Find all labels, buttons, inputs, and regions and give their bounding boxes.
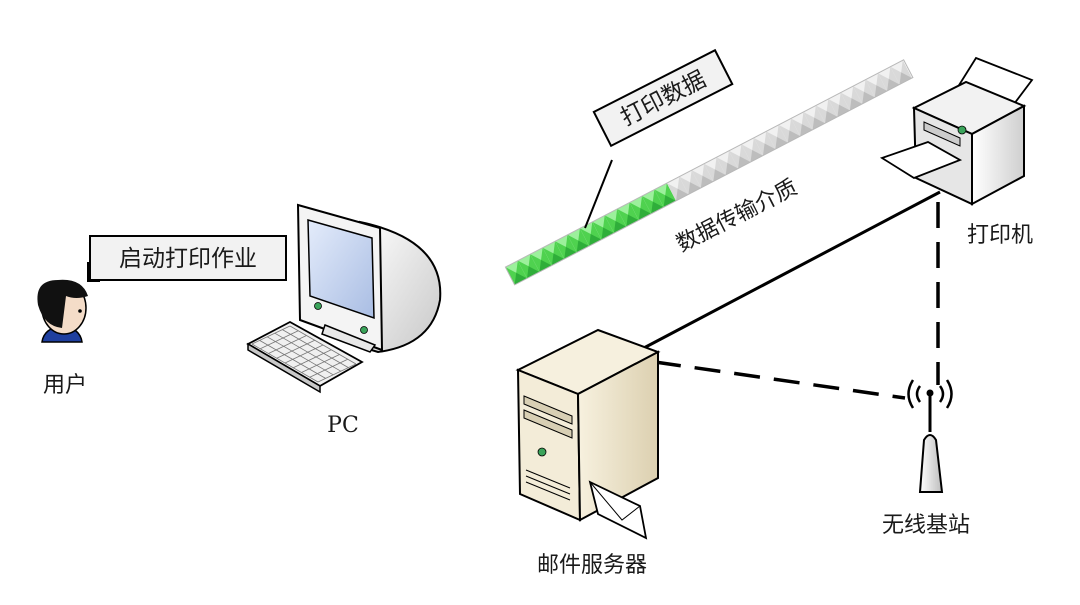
transfer-bar-outline <box>504 59 914 286</box>
mail-server-label: 邮件服务器 <box>537 553 647 578</box>
base-station-icon <box>907 379 953 493</box>
transfer-bar-cell-filled <box>555 234 577 260</box>
transfer-bar-cell-empty <box>890 60 912 85</box>
wireless-signal-icon <box>907 379 953 409</box>
transfer-bar-cell-filled <box>592 215 614 240</box>
callout-start-job-text: 启动打印作业 <box>119 246 257 272</box>
transfer-bar-cell-filled <box>542 241 565 266</box>
link-server-basestation <box>654 360 906 400</box>
transfer-bar-cell-empty <box>691 163 714 188</box>
printer-status-led <box>957 125 967 135</box>
transfer-bar-cell-empty <box>679 170 701 195</box>
transfer-bar-cell-filled <box>567 228 590 253</box>
transfer-medium-bar <box>504 59 914 286</box>
transfer-bar-cell-filled <box>629 196 652 221</box>
printer-label: 打印机 <box>967 223 1033 248</box>
server-power-led <box>537 447 547 457</box>
transfer-bar-cell-empty <box>716 150 739 175</box>
pc-label: PC <box>327 413 359 438</box>
transfer-bar-cell-empty <box>803 105 826 130</box>
base-station-antenna <box>918 434 944 493</box>
callout-start-job-box <box>89 235 287 281</box>
base-station-label: 无线基站 <box>882 513 970 538</box>
callout-print-data-box <box>592 48 734 148</box>
transfer-bar-cell-filled <box>604 208 627 234</box>
pc-icon <box>246 203 442 394</box>
transfer-bar-cell-filled <box>654 183 677 208</box>
user-avatar <box>37 279 88 343</box>
transfer-bar-cell-empty <box>865 73 888 98</box>
link-server-printer <box>639 190 941 352</box>
transfer-bar-cell-filled <box>505 260 528 285</box>
user-label: 用户 <box>43 373 87 398</box>
pc-keyboard <box>246 320 364 394</box>
transfer-bar-cell-filled <box>617 202 639 227</box>
transfer-bar-cell-empty <box>778 118 801 143</box>
mail-server-icon <box>515 328 661 540</box>
transfer-bar-cell-empty <box>840 86 863 111</box>
transfer-bar-cell-empty <box>766 124 788 150</box>
printer-icon <box>879 56 1034 206</box>
callout-print-data-pointer <box>584 159 613 229</box>
transfer-bar-cell-empty <box>877 66 900 91</box>
mail-envelope-icon <box>588 480 648 540</box>
transfer-bar-cell-filled <box>641 189 664 214</box>
transfer-bar-cell-empty <box>741 137 763 163</box>
transfer-bar-cells <box>505 60 912 285</box>
transfer-bar-cell-empty <box>728 144 751 169</box>
transfer-bar-cell-empty <box>704 157 726 182</box>
transfer-bar-cell-filled <box>530 247 552 272</box>
pc-power-led <box>314 302 322 310</box>
transfer-bar-cell-empty <box>828 92 850 117</box>
transfer-bar-cell-filled <box>517 254 540 279</box>
transfer-bar-cell-empty <box>815 99 838 124</box>
transfer-bar-cell-empty <box>791 111 813 137</box>
pc-screen <box>307 219 375 320</box>
callout-start-job: 启动打印作业 <box>87 235 287 282</box>
transfer-bar-cell-empty <box>853 79 875 104</box>
transfer-bar-cell-empty <box>753 131 776 156</box>
transfer-bar-cell-empty <box>666 176 689 201</box>
